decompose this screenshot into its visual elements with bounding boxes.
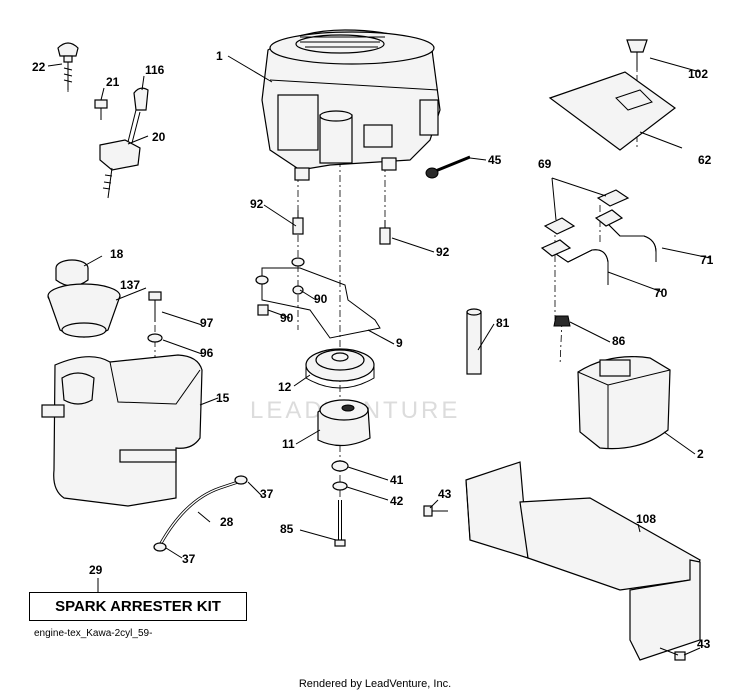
part-81-tube (466, 308, 482, 375)
callout-116: 116 (145, 63, 165, 77)
callout-97: 97 (200, 316, 214, 330)
callout-43-right: 43 (697, 637, 711, 651)
part-2-muffler (577, 356, 671, 450)
part-102-knob (626, 39, 648, 70)
callout-37-lower: 37 (182, 552, 196, 566)
callout-2: 2 (697, 447, 704, 461)
callout-29: 29 (89, 563, 103, 577)
part-42-washer (332, 481, 348, 491)
part-43-bolt-left (423, 505, 448, 517)
callout-18: 18 (110, 247, 124, 261)
part-96-washer (147, 333, 163, 343)
callout-12: 12 (278, 380, 292, 394)
part-97-screw (148, 291, 162, 322)
part-28-fuel-line (158, 480, 239, 546)
part-70-exhaust-pipe (540, 239, 609, 285)
part-21-bolt (94, 99, 108, 120)
spark-arrester-kit-box: SPARK ARRESTER KIT (29, 592, 247, 621)
callout-85: 85 (280, 522, 294, 536)
part-62-heat-shield (548, 71, 677, 151)
part-69-gasket-right (596, 189, 630, 207)
part-15-fuel-tank (41, 354, 203, 507)
part-137-filler-neck (47, 283, 121, 338)
callout-92-left: 92 (250, 197, 264, 211)
part-69-gasket-left (543, 217, 576, 235)
part-37-clamp-lower (153, 542, 167, 552)
part-1-engine (261, 29, 441, 181)
callout-21: 21 (106, 75, 120, 89)
callout-137: 137 (120, 278, 140, 292)
callout-1: 1 (216, 49, 223, 63)
callout-90-lower: 90 (280, 311, 294, 325)
diagram-reference-code: engine-tex_Kawa-2cyl_59- (34, 628, 153, 639)
callout-20: 20 (152, 130, 166, 144)
part-45-fitting (425, 155, 471, 179)
part-22-plunger-knob (57, 42, 79, 90)
part-71-exhaust-pipe (594, 209, 657, 262)
callout-15: 15 (216, 391, 230, 405)
callout-9: 9 (396, 336, 403, 350)
part-108-mounting-bracket (465, 461, 701, 661)
callout-86: 86 (612, 334, 626, 348)
part-9-bracket (261, 267, 381, 339)
footer-credit: Rendered by LeadVenture, Inc. (298, 678, 452, 690)
callout-45: 45 (488, 153, 502, 167)
part-11-pto-clutch (317, 399, 371, 447)
part-86-nut (553, 315, 571, 327)
callout-70: 70 (654, 286, 668, 300)
callout-37-upper: 37 (260, 487, 274, 501)
callout-labels: 22 21 116 20 1 45 102 62 69 71 70 81 86 … (32, 49, 714, 651)
callout-90-upper: 90 (314, 292, 328, 306)
part-18-fuel-cap (55, 259, 89, 287)
part-116-knob (133, 87, 149, 111)
callout-96: 96 (200, 346, 214, 360)
part-90-spacer-upper (291, 257, 305, 295)
part-20-throttle-control (99, 109, 141, 199)
callout-71: 71 (700, 253, 714, 267)
callout-42: 42 (390, 494, 404, 508)
part-43-bolt-right (659, 647, 686, 661)
callout-11: 11 (282, 437, 295, 451)
callout-28: 28 (220, 515, 234, 529)
part-37-clamp-upper (234, 475, 248, 485)
part-92-bolt-left (292, 210, 304, 235)
callout-43-left: 43 (438, 487, 452, 501)
callout-92-right: 92 (436, 245, 450, 259)
part-85-bolt (334, 500, 346, 547)
callout-62: 62 (698, 153, 712, 167)
part-41-washer (331, 460, 349, 472)
callout-81: 81 (496, 316, 510, 330)
part-12-pulley (305, 348, 375, 389)
part-92-bolt-right (379, 220, 391, 245)
callout-102: 102 (688, 67, 708, 81)
callout-22: 22 (32, 60, 46, 74)
callout-69: 69 (538, 157, 552, 171)
callout-108: 108 (636, 512, 656, 526)
leader-lines (47, 55, 711, 656)
callout-41: 41 (390, 473, 404, 487)
